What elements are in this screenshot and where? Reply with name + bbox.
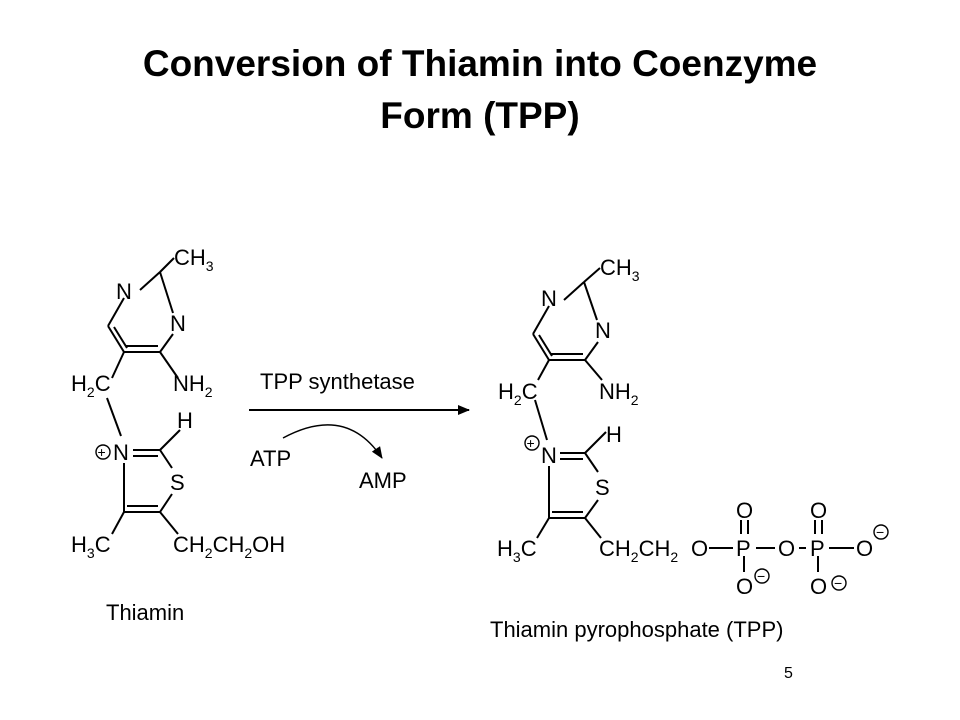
tpp-oxide-charge-1: − <box>757 568 765 584</box>
tpp-bridge-bond <box>534 399 548 441</box>
tpp-name: Thiamin pyrophosphate (TPP) <box>490 617 783 642</box>
slide-title-line-1: Conversion of Thiamin into Coenzyme <box>142 43 818 84</box>
thiamin-pyrimidine-bonds <box>107 257 179 379</box>
tpp-terminal-charge: − <box>876 524 884 540</box>
tpp-methyl-bottom: H3C <box>497 536 537 565</box>
tpp-phosphorus-1: P <box>736 536 751 561</box>
thiamin-charge-circle <box>95 444 111 460</box>
tpp-methyl-top: CH3 <box>600 255 640 284</box>
thiamin-structure: CH3 N N H2C NH2 H + N S H3C CH2CH2OH <box>71 245 285 561</box>
tpp-terminal-charge-circle <box>873 524 889 540</box>
thiamin-bridge-ch2: H2C <box>71 371 111 400</box>
thiamin-methyl-bottom: H3C <box>71 532 111 561</box>
tpp-phosphorus-2: P <box>810 536 825 561</box>
tpp-ring-n3: N <box>595 318 611 343</box>
enzyme-label: TPP synthetase <box>260 369 415 394</box>
cofactor-arrow <box>282 424 383 459</box>
thiamin-charge: + <box>98 444 106 460</box>
tpp-oxo-oxygen-2: O <box>810 498 827 523</box>
tpp-charge: + <box>527 435 535 451</box>
slide-title: Conversion of Thiamin into Coenzyme Form… <box>60 38 900 142</box>
tpp-oxide-charge-circle-1 <box>754 568 770 584</box>
thiamin-ring-n1: N <box>116 279 132 304</box>
tpp-ester-oxygen: O <box>691 536 708 561</box>
thiamin-amino: NH2 <box>173 371 213 400</box>
thiamin-side-chain: CH2CH2OH <box>173 532 285 561</box>
thiamin-thiazolium-n: N <box>113 440 129 465</box>
tpp-phosphate-bonds <box>709 520 854 572</box>
tpp-oxide-oxygen-1: O <box>736 574 753 599</box>
tpp-thiazolium-n: N <box>541 443 557 468</box>
tpp-bridge-ch2: H2C <box>498 379 538 408</box>
page-number: 5 <box>784 665 793 682</box>
tpp-side-chain: CH2CH2 <box>599 536 678 565</box>
thiamin-thiazolium-h: H <box>177 408 193 433</box>
tpp-oxo-oxygen-1: O <box>736 498 753 523</box>
amp-label: AMP <box>359 468 407 493</box>
tpp-thiazolium-h: H <box>606 422 622 447</box>
thiamin-methyl-top: CH3 <box>174 245 214 274</box>
tpp-ring-n1: N <box>541 286 557 311</box>
slide-title-line-2: Form (TPP) <box>380 95 580 136</box>
tpp-oxide-charge-circle-2 <box>831 575 847 591</box>
tpp-sulfur: S <box>595 475 610 500</box>
reaction-arrow-group: TPP synthetase ATP AMP <box>249 369 470 493</box>
tpp-terminal-oxygen: O <box>856 536 873 561</box>
tpp-oxide-oxygen-2: O <box>810 574 827 599</box>
thiamin-ring-n3: N <box>170 311 186 336</box>
tpp-charge-circle <box>524 435 540 451</box>
tpp-bridge-oxygen: O <box>778 536 795 561</box>
tpp-thiazolium-bonds <box>536 431 607 539</box>
thiamin-bridge-bond <box>106 397 122 437</box>
tpp-amino: NH2 <box>599 379 639 408</box>
atp-label: ATP <box>250 446 291 471</box>
thiamin-thiazolium-bonds <box>111 429 181 535</box>
thiamin-sulfur: S <box>170 470 185 495</box>
tpp-structure: CH3 N N H2C NH2 H + N S H3C CH2CH2 O P O… <box>497 255 889 599</box>
tpp-oxide-charge-2: − <box>834 575 842 591</box>
thiamin-name: Thiamin <box>106 600 184 625</box>
tpp-pyrimidine-bonds <box>532 267 603 381</box>
